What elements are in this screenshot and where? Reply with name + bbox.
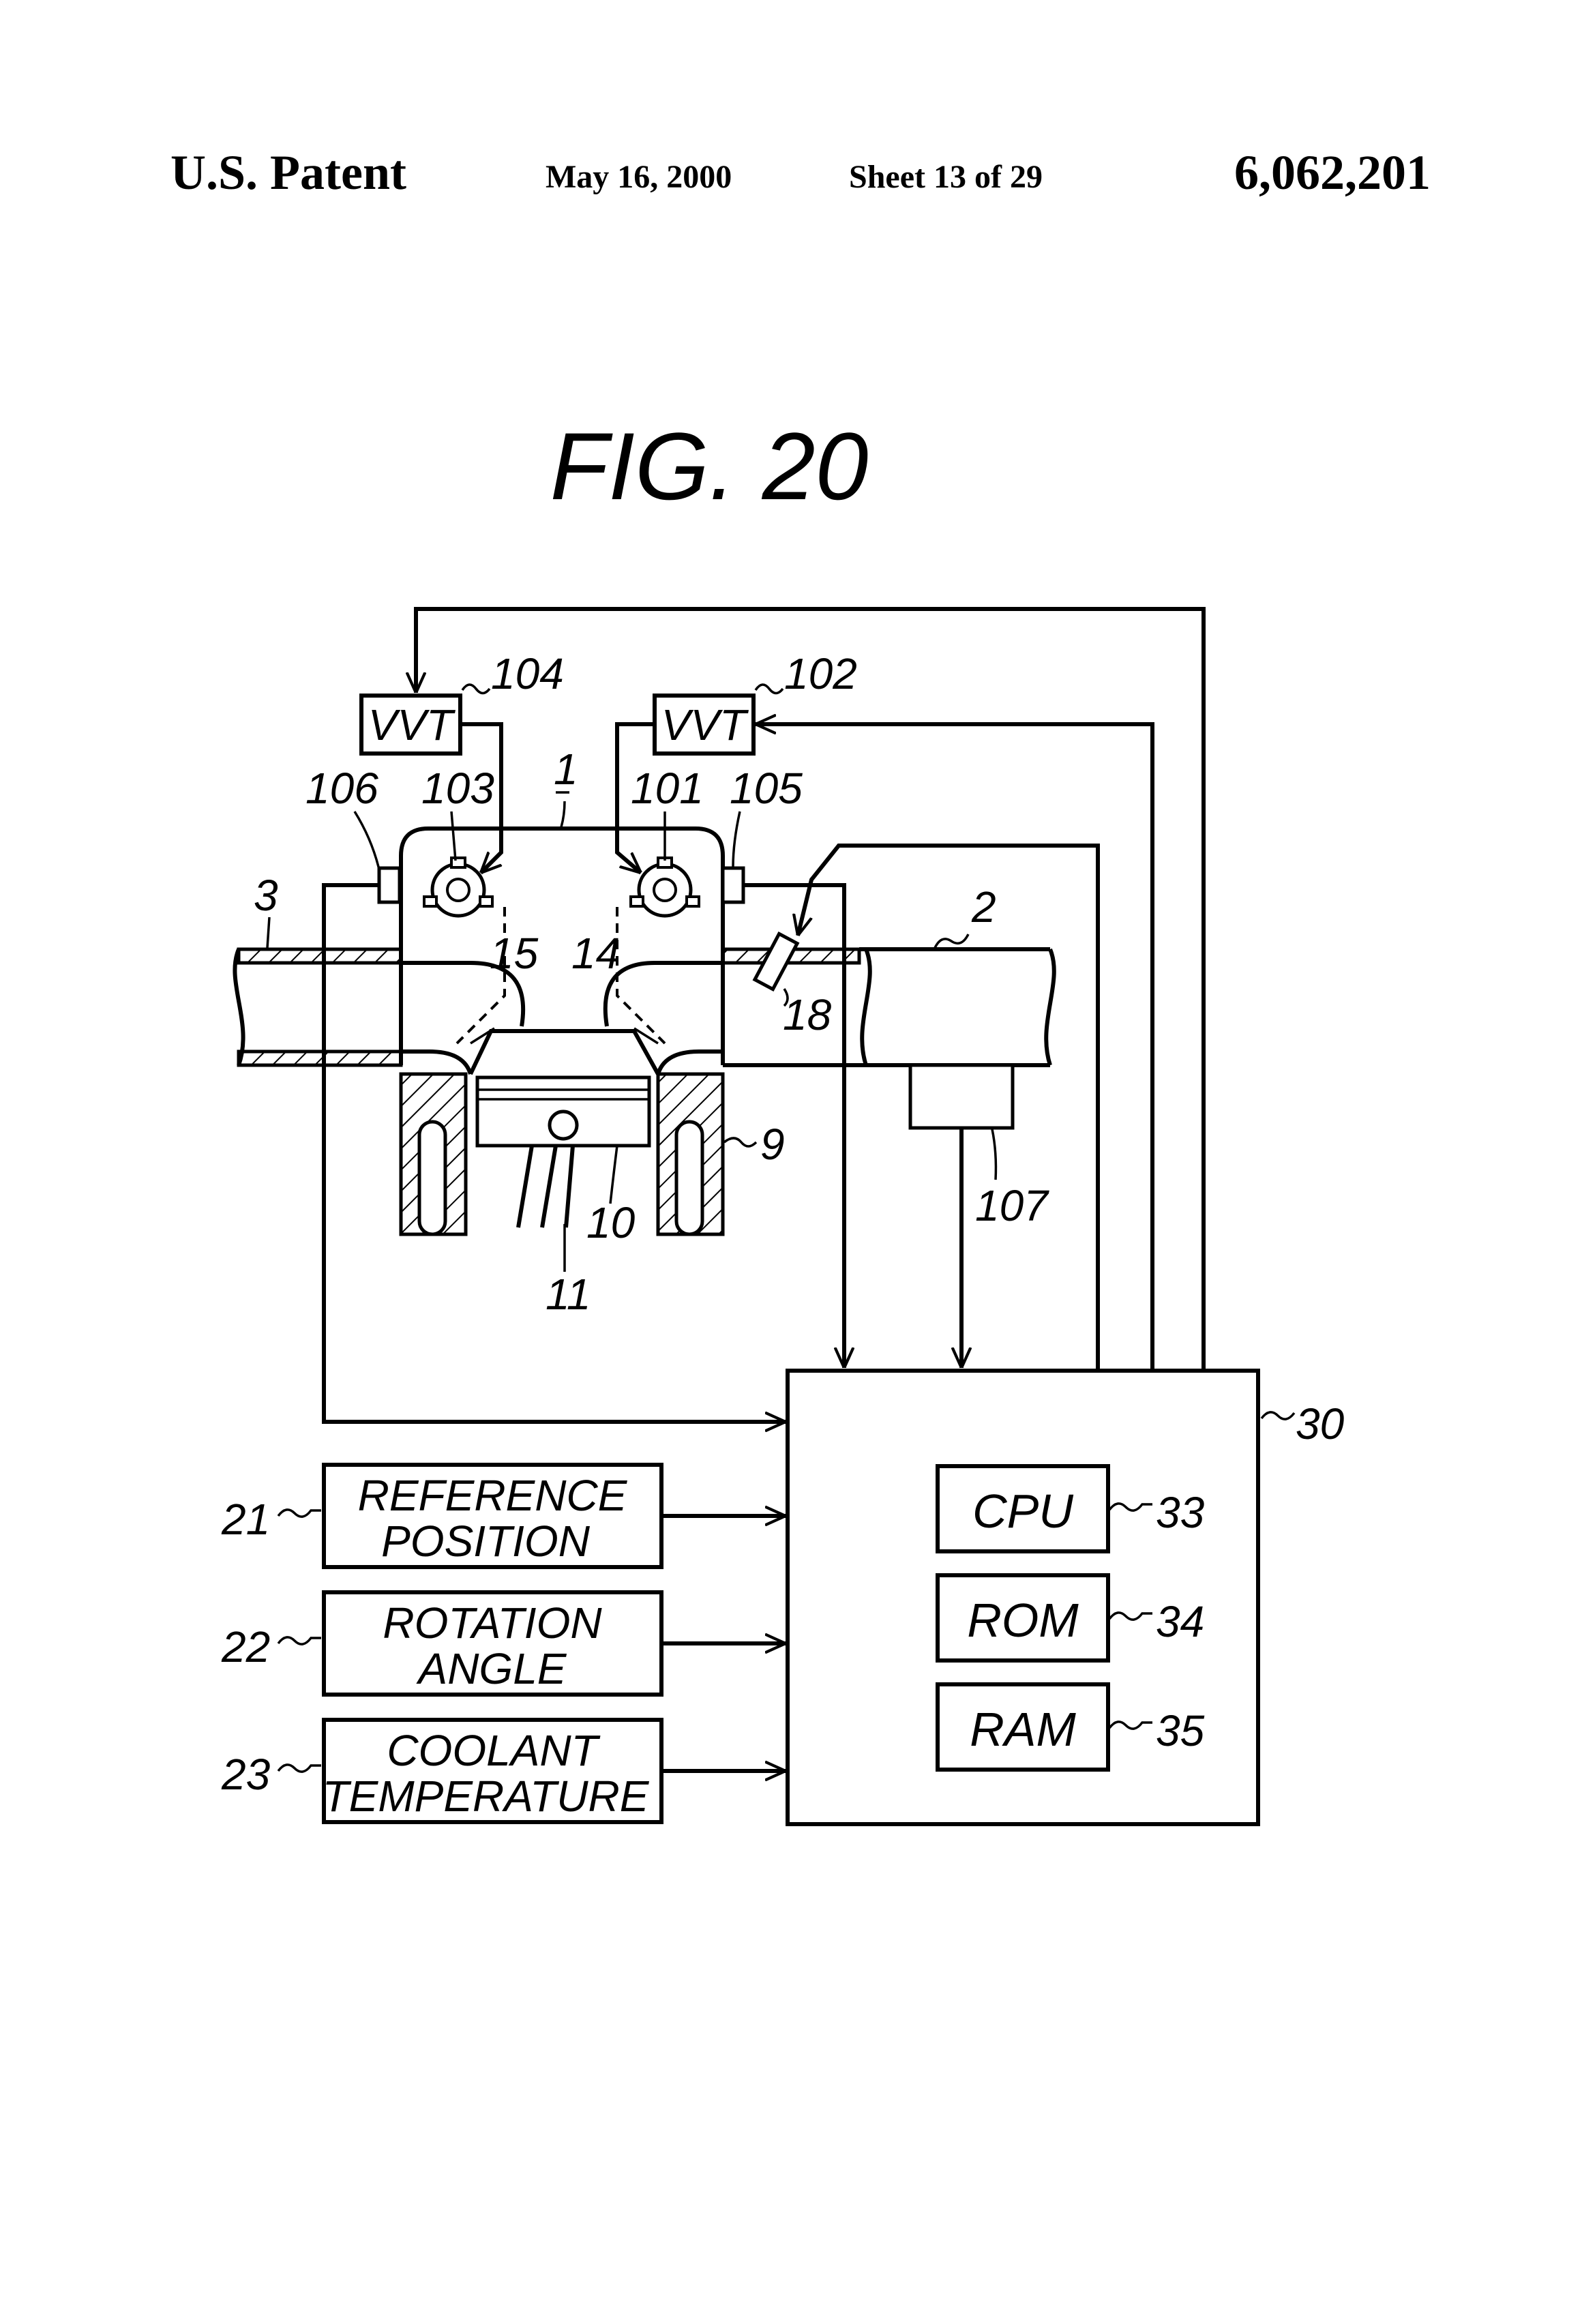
ref-22: 22: [221, 1622, 270, 1671]
ref-105: 105: [730, 764, 803, 813]
intake-pipe-end: [1046, 949, 1054, 1065]
ref-101: 101: [631, 764, 704, 813]
vvt-exhaust-label: VVT: [368, 700, 456, 749]
ref-15: 15: [490, 929, 539, 978]
exhaust-pipe-wall-top: [239, 949, 401, 963]
sensor-1-line2: POSITION: [381, 1517, 591, 1566]
ref-103: 103: [421, 764, 494, 813]
intake-pipe-joint: [862, 949, 870, 1065]
intake-valve-stem: [617, 907, 665, 1043]
ref-102: 102: [784, 649, 857, 698]
ref-35: 35: [1156, 1706, 1205, 1755]
ref-104: 104: [491, 649, 564, 698]
ref-34: 34: [1156, 1597, 1204, 1646]
sensor-3-line2: TEMPERATURE: [323, 1772, 650, 1821]
ref-9: 9: [760, 1120, 785, 1169]
exhaust-cam-sensor: [379, 868, 400, 902]
vvt-intake-label: VVT: [661, 700, 749, 749]
engine-drawing: [235, 829, 1054, 1234]
sensor-reference-position: REFERENCE POSITION: [324, 1465, 661, 1567]
ref-10: 10: [586, 1198, 636, 1247]
ref-21: 21: [221, 1495, 270, 1544]
ref-23: 23: [221, 1750, 271, 1799]
ecu-ram: RAM: [938, 1684, 1108, 1770]
intake-port-upper: [606, 963, 723, 1026]
intake-cam-sensor: [723, 868, 743, 902]
figure-label: FIG. 20: [550, 413, 869, 520]
ref-33: 33: [1156, 1488, 1205, 1537]
ref-30: 30: [1296, 1399, 1345, 1448]
rom-label: ROM: [967, 1594, 1079, 1647]
sensor-3-line1: COOLANT: [387, 1726, 600, 1775]
sensor-1-line1: REFERENCE: [358, 1471, 628, 1520]
ref-18: 18: [783, 990, 832, 1039]
ecu-rom: ROM: [938, 1575, 1108, 1660]
ref-107: 107: [975, 1181, 1049, 1230]
sensor-2-line2: ANGLE: [416, 1644, 567, 1693]
exhaust-pipe-end: [235, 949, 243, 1065]
intake-port-lower: [658, 1052, 723, 1074]
ref-3: 3: [254, 871, 278, 920]
sensor-rotation-angle: ROTATION ANGLE: [324, 1592, 661, 1695]
ref-1: 1: [554, 745, 578, 794]
cpu-label: CPU: [972, 1485, 1073, 1538]
coolant-passage-right: [676, 1122, 702, 1234]
exhaust-camshaft: [424, 858, 492, 916]
combustion-chamber: [471, 1031, 658, 1074]
intake-camshaft: [631, 858, 699, 916]
sensor-2-line1: ROTATION: [383, 1598, 602, 1648]
ref-106: 106: [305, 764, 378, 813]
coolant-passage-left: [419, 1122, 445, 1234]
sensor-coolant-temperature: COOLANT TEMPERATURE: [323, 1720, 661, 1822]
exhaust-pipe-wall-bottom: [239, 1052, 401, 1065]
exhaust-port-lower: [401, 1052, 471, 1074]
ref-2: 2: [971, 882, 996, 932]
airflow-meter: [910, 1065, 1013, 1128]
line-ecu-to-vvt-intake: [756, 724, 1152, 1371]
ref-11: 11: [546, 1270, 591, 1319]
ecu-cpu: CPU: [938, 1466, 1108, 1551]
connecting-rod: [518, 1146, 573, 1227]
ref-14: 14: [571, 929, 620, 978]
ram-label: RAM: [970, 1703, 1076, 1756]
piston-pin: [550, 1112, 577, 1139]
